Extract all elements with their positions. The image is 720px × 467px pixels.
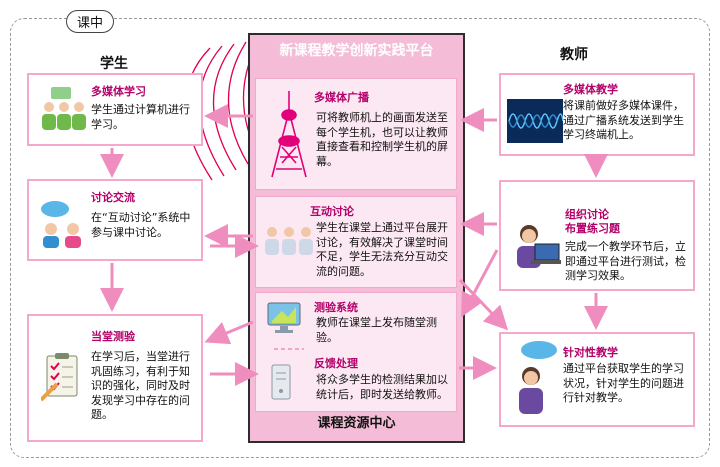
- student-discuss-title: 讨论交流: [91, 191, 135, 204]
- module-discussion-title: 互动讨论: [310, 205, 354, 218]
- module-broadcast-text: 可将教师机上的画面发送至每个学生机，也可以让教师直接查看和控制学生机的屏幕。: [316, 111, 448, 168]
- chat-people-icon: [41, 201, 81, 248]
- student-multimedia-text: 学生通过计算机进行学习。: [91, 103, 190, 131]
- frame-label: 课中: [66, 10, 115, 33]
- student-discuss-text: 在“互动讨论”系统中参与课中讨论。: [91, 211, 191, 239]
- student-quiz-text: 在学习后，当堂进行巩固练习，有利于知识的强化，同时及时发现学习中存在的问题。: [91, 350, 190, 421]
- students-computer-icon: [42, 87, 86, 130]
- teacher-organize-title: 组织讨论: [565, 208, 609, 221]
- lesson-frame: [10, 18, 710, 458]
- resource-center-label: 课程资源中心: [317, 416, 396, 431]
- student-column-title: 学生: [100, 56, 128, 72]
- module-testing-text: 教师在课堂上发布随堂测验。: [316, 316, 437, 344]
- module-testing-title: 测验系统: [314, 301, 358, 314]
- module-broadcast-title: 多媒体广播: [314, 91, 369, 104]
- teacher-targeted-box: 针对性教学 通过平台获取学生的学习状况，针对学生的问题进行针对教学。: [499, 332, 695, 427]
- teacher-column-title: 教师: [560, 47, 588, 63]
- student-discuss-box: 讨论交流 在“互动讨论”系统中参与课中讨论。: [27, 179, 203, 261]
- student-multimedia-title: 多媒体学习: [91, 85, 146, 98]
- module-discussion: 互动讨论 学生在课堂上通过平台展开讨论，有效解决了课堂时间不足，学生无法充分互动…: [255, 196, 457, 288]
- teacher-targeted-title: 针对性教学: [563, 346, 618, 359]
- teacher-organize-text: 完成一个教学环节后，立即通过平台进行测试，检测学习效果。: [565, 240, 686, 282]
- teacher-chat-icon: [519, 341, 557, 414]
- teacher-laptop-icon: [517, 225, 561, 268]
- student-multimedia-box: 多媒体学习 学生通过计算机进行学习。: [27, 73, 203, 146]
- platform-title: 新课程教学创新实践平台: [279, 43, 434, 59]
- monitor-icon: [267, 302, 301, 333]
- teacher-organize-title2: 布置练习题: [565, 222, 620, 235]
- sound-wave-icon: [507, 99, 563, 143]
- student-quiz-box: 当堂测验 在学习后，当堂进行巩固练习，有利于知识的强化，同时及时发现学习中存在的…: [27, 314, 203, 442]
- teacher-multimedia-text: 将课前做好多媒体课件，通过广播系统发送到学生学习终端机上。: [563, 99, 684, 141]
- broadcast-tower-icon: [271, 91, 307, 178]
- module-feedback-text: 将众多学生的检测结果加以统计后，即时发送给教师。: [316, 373, 448, 401]
- module-broadcast: 多媒体广播 可将教师机上的画面发送至每个学生机，也可以让教师直接查看和控制学生机…: [255, 78, 457, 190]
- checklist-icon: [41, 353, 78, 402]
- student-quiz-title: 当堂测验: [91, 330, 135, 343]
- server-icon: [271, 364, 291, 400]
- module-feedback-title: 反馈处理: [314, 357, 358, 370]
- people-group-icon: [265, 227, 313, 255]
- teacher-targeted-text: 通过平台获取学生的学习状况，针对学生的问题进行针对教学。: [563, 362, 684, 404]
- module-discussion-text: 学生在课堂上通过平台展开讨论，有效解决了课堂时间不足，学生无法充分互动交流的问题…: [316, 221, 448, 278]
- dashed-divider: [274, 348, 304, 350]
- teacher-organize-box: 组织讨论 布置练习题 完成一个教学环节后，立即通过平台进行测试，检测学习效果。: [499, 180, 695, 291]
- module-testing-feedback: 测验系统 教师在课堂上发布随堂测验。 反馈处理 将众多学生的检测结果加以统计后，…: [255, 292, 457, 412]
- teacher-multimedia-box: 多媒体教学 将课前做好多媒体课件，通过广播系统发送到学生学习终端机上。: [499, 73, 695, 156]
- teacher-multimedia-title: 多媒体教学: [563, 83, 618, 96]
